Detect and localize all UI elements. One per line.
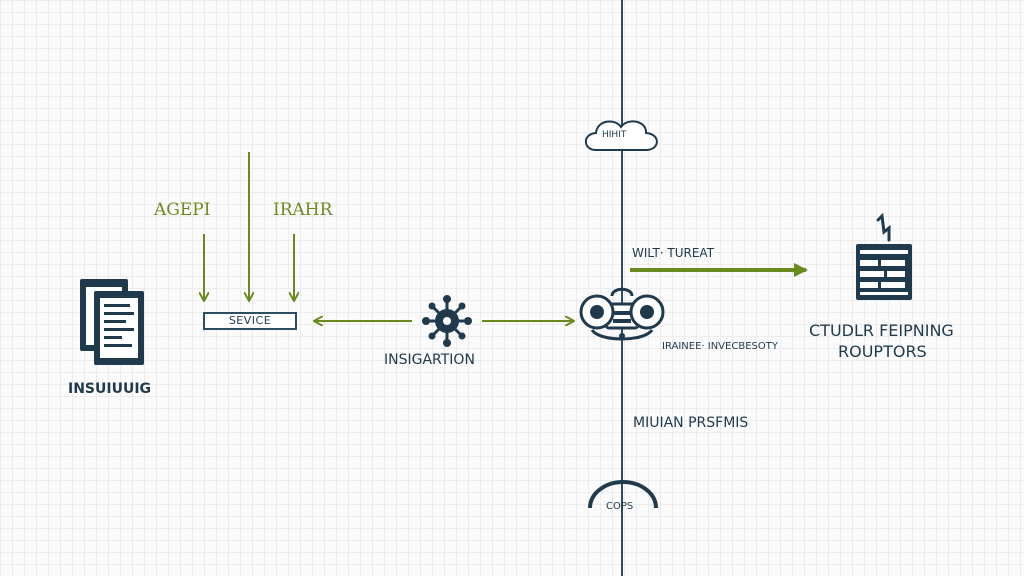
- milian-label: MIUIAN PRSFMIS: [633, 415, 749, 431]
- integration-hub-icon: [422, 295, 472, 347]
- cluster-label-line2: ROUPTORS: [838, 342, 927, 361]
- cops-label: COPS: [606, 501, 634, 512]
- service-node: SEVICE: [203, 312, 297, 330]
- server-rack-icon: [856, 212, 912, 300]
- insurance-label: INSUIUUIG: [68, 381, 152, 397]
- documents-icon: [80, 279, 144, 365]
- cloud-icon: [584, 120, 658, 151]
- rain-label: IRAHR: [273, 200, 333, 220]
- agent-label: AGEPI: [154, 200, 211, 220]
- router-device-icon: [579, 287, 665, 341]
- cluster-label-line1: CTUDLR FEIPNING: [809, 321, 954, 340]
- integration-label: INSIGARTION: [384, 352, 475, 368]
- branch-label: IRAINEE· INVECBESOTY: [662, 341, 778, 352]
- cloud-label: HIHIT: [602, 130, 627, 140]
- gauge-arc-icon: [588, 480, 658, 509]
- threat-label: WILT· TUREAT: [632, 246, 715, 260]
- service-label: SEVICE: [228, 314, 272, 327]
